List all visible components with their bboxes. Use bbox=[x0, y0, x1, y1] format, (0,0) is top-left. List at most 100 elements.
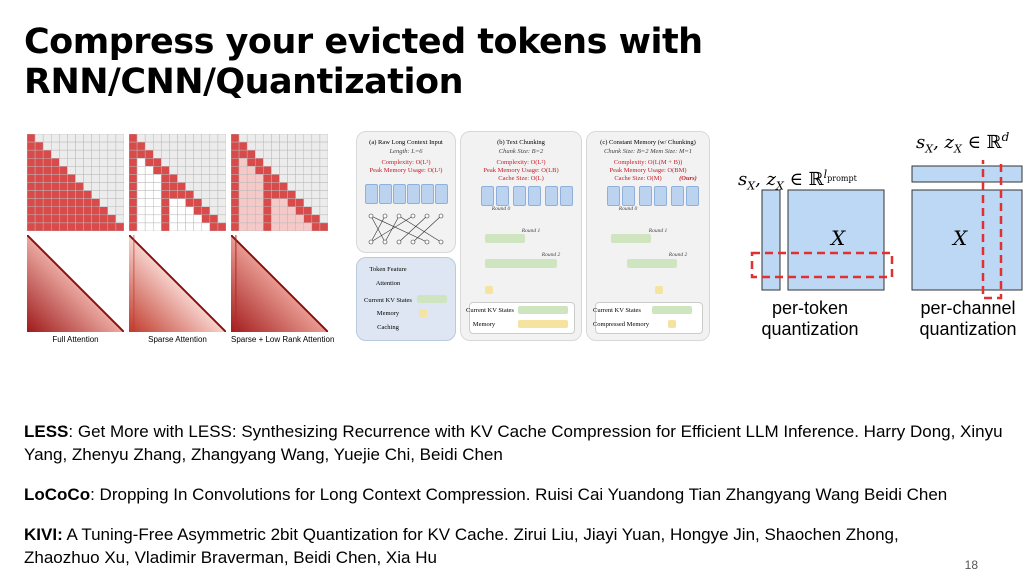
attention-cell bbox=[161, 190, 170, 199]
attention-cell bbox=[231, 166, 240, 175]
token-box bbox=[407, 184, 420, 204]
attention-cell bbox=[115, 190, 124, 199]
token-box bbox=[607, 186, 620, 206]
attention-cell bbox=[271, 174, 280, 183]
attention-cell bbox=[67, 198, 76, 207]
attention-cell bbox=[136, 222, 146, 231]
attention-cell bbox=[319, 166, 328, 175]
attention-cell bbox=[42, 149, 52, 159]
attention-cell bbox=[129, 174, 138, 183]
kv-bar bbox=[627, 259, 677, 268]
attention-cell bbox=[303, 134, 313, 143]
attention-cell bbox=[67, 206, 76, 216]
sparse-lowrank-attention-heatmap bbox=[231, 235, 328, 332]
legend-caching: Caching bbox=[377, 324, 399, 331]
attention-cell bbox=[67, 214, 76, 224]
kv-bar bbox=[485, 259, 557, 268]
attention-cell bbox=[303, 158, 313, 167]
attention-cell bbox=[59, 174, 68, 183]
attention-cell bbox=[263, 214, 272, 224]
attention-cell bbox=[59, 158, 68, 167]
attention-cell bbox=[51, 141, 60, 151]
attention-cell bbox=[279, 206, 288, 216]
attention-cell bbox=[271, 134, 280, 143]
token-box bbox=[654, 186, 667, 206]
attention-cell bbox=[287, 182, 296, 191]
attention-cell bbox=[201, 206, 211, 216]
attention-cell bbox=[115, 222, 124, 231]
attention-cell bbox=[83, 174, 92, 183]
attention-cell bbox=[201, 166, 211, 175]
panel-b-round1: Round 1 bbox=[521, 228, 541, 234]
kv-bar bbox=[652, 306, 692, 314]
attention-cell bbox=[185, 190, 194, 199]
attention-cell bbox=[287, 141, 296, 151]
attention-cell bbox=[255, 141, 264, 151]
attention-cell bbox=[42, 198, 52, 207]
token-box bbox=[560, 186, 573, 206]
attention-cell bbox=[287, 174, 296, 183]
token-box bbox=[379, 184, 392, 204]
attention-cell bbox=[217, 190, 226, 199]
attention-cell bbox=[303, 166, 313, 175]
attention-cell bbox=[107, 222, 117, 231]
attention-cell bbox=[238, 134, 248, 143]
attention-cell bbox=[144, 222, 154, 231]
attention-cell bbox=[231, 182, 240, 191]
attention-cell bbox=[238, 141, 248, 151]
attention-cell bbox=[263, 198, 272, 207]
panel-a-subtitle: Length: L=6 bbox=[389, 148, 423, 155]
attention-cell bbox=[255, 134, 264, 143]
attention-cell bbox=[99, 149, 109, 159]
attention-cell bbox=[75, 214, 84, 224]
attention-cell bbox=[246, 206, 256, 216]
attention-cell bbox=[27, 214, 36, 224]
attention-cell bbox=[263, 174, 272, 183]
attention-cell bbox=[303, 198, 313, 207]
attention-cell bbox=[201, 141, 211, 151]
token-box bbox=[545, 186, 558, 206]
attention-cell bbox=[144, 198, 154, 207]
attention-cell bbox=[107, 174, 117, 183]
sparse-attention-grid bbox=[129, 134, 226, 231]
attention-cell bbox=[34, 141, 44, 151]
attention-cell bbox=[279, 214, 288, 224]
attention-cell bbox=[129, 149, 138, 159]
attention-cell bbox=[246, 222, 256, 231]
attention-cell bbox=[319, 222, 328, 231]
attention-cell bbox=[279, 158, 288, 167]
attention-cell bbox=[287, 149, 296, 159]
legend-token: Token Feature bbox=[369, 266, 407, 273]
attention-cell bbox=[153, 190, 162, 199]
attention-cell bbox=[107, 149, 117, 159]
per-token-math: sX, zX ∈ ℝlprompt bbox=[738, 168, 857, 193]
per-channel-label: per-channel quantization bbox=[906, 298, 1030, 340]
attention-cell bbox=[136, 166, 146, 175]
attention-cell bbox=[144, 206, 154, 216]
reference-name: LoCoCo bbox=[24, 485, 91, 504]
attention-cell bbox=[287, 134, 296, 143]
attention-cell bbox=[231, 149, 240, 159]
attention-cell bbox=[83, 134, 92, 143]
attention-cell bbox=[217, 141, 226, 151]
sparse-lowrank-attention-grid bbox=[231, 134, 328, 231]
attention-cell bbox=[42, 190, 52, 199]
attention-cell bbox=[59, 134, 68, 143]
attention-cell bbox=[193, 141, 202, 151]
attention-cell bbox=[27, 149, 36, 159]
attention-cell bbox=[263, 190, 272, 199]
attention-cell bbox=[115, 141, 124, 151]
attention-cell bbox=[295, 206, 304, 216]
attention-cell bbox=[107, 214, 117, 224]
attention-cell bbox=[91, 141, 100, 151]
caption-full-attention: Full Attention bbox=[52, 335, 99, 344]
attention-cell bbox=[42, 174, 52, 183]
attention-cell bbox=[115, 206, 124, 216]
panel-c-round2: Round 2 bbox=[668, 252, 688, 258]
attention-cell bbox=[75, 190, 84, 199]
attention-cell bbox=[271, 141, 280, 151]
attention-cell bbox=[27, 141, 36, 151]
attention-cell bbox=[34, 214, 44, 224]
attention-cell bbox=[271, 190, 280, 199]
sparse-lowrank-attention-figure: Sparse + Low Rank Attention bbox=[231, 134, 334, 344]
